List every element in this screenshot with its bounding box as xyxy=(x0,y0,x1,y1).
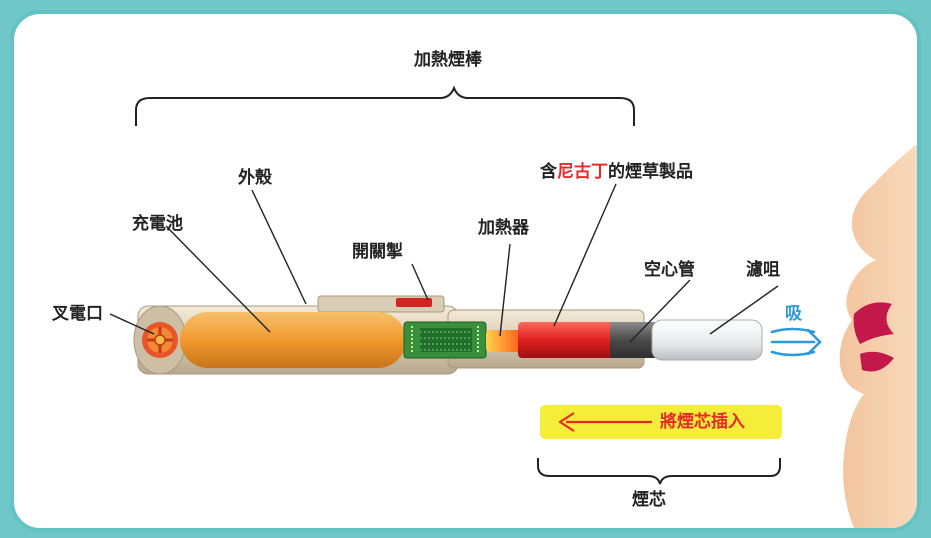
face-illustration xyxy=(839,14,917,528)
filter xyxy=(651,319,763,361)
filter-label: 濾咀 xyxy=(746,260,780,280)
switch-button xyxy=(396,298,432,307)
charging-port-icon xyxy=(142,322,178,358)
battery xyxy=(180,312,406,368)
circuit-board xyxy=(403,321,487,359)
heater-element xyxy=(486,330,522,352)
tobacco-product-label: 含尼古丁的煙草製品 xyxy=(540,162,693,182)
heated-stick-brace xyxy=(135,85,635,126)
tobacco-prefix: 含 xyxy=(540,162,557,182)
lips xyxy=(853,302,894,344)
tobacco-product xyxy=(518,322,614,358)
hollow-tube xyxy=(610,322,656,358)
hollow-tube-label: 空心管 xyxy=(644,260,695,280)
charging-port-label: 叉電口 xyxy=(52,304,103,324)
insert-cartridge-banner: 將煙芯插入 xyxy=(540,405,782,439)
heated-stick-label: 加熱煙棒 xyxy=(414,50,482,70)
cartridge-label: 煙芯 xyxy=(632,490,666,510)
heater-label: 加熱器 xyxy=(478,218,529,238)
tobacco-suffix: 的煙草製品 xyxy=(608,162,693,182)
diagram-frame: 加熱煙棒 叉電口 充電池 外殼 開關掣 加熱器 含尼古丁的煙草製品 空心管 濾咀… xyxy=(10,10,921,532)
leader-lines xyxy=(109,183,779,343)
nicotine-highlight: 尼古丁 xyxy=(557,162,608,182)
shell-label: 外殼 xyxy=(238,168,272,188)
inhale-label: 吸 xyxy=(785,304,802,324)
cartridge-brace xyxy=(537,458,781,485)
heated-tobacco-device-illustration xyxy=(109,14,917,528)
insert-cartridge-text: 將煙芯插入 xyxy=(660,412,745,432)
battery-label: 充電池 xyxy=(132,214,183,234)
arrow-left-icon xyxy=(558,412,652,432)
inhale-arrows-icon xyxy=(770,327,822,357)
switch-label: 開關掣 xyxy=(352,242,403,262)
